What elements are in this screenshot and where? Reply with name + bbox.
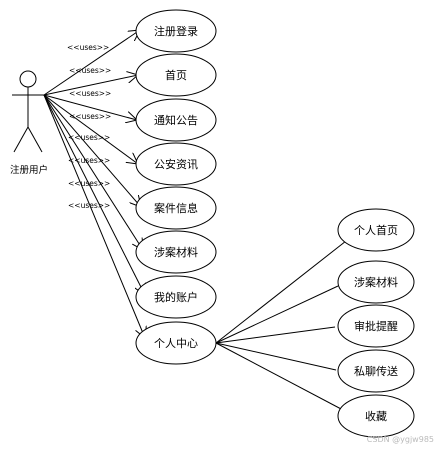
use-case-label: 我的账户 <box>154 290 198 304</box>
use-case-label: 案件信息 <box>154 201 198 215</box>
line-favorites <box>215 342 344 411</box>
uses-label: <<uses>> <box>68 156 110 165</box>
actor-head <box>19 70 37 88</box>
watermark: CSDN @ygjw985 <box>367 435 434 444</box>
sub-association-lines <box>215 240 347 411</box>
line-private-message <box>215 342 337 371</box>
use-case-case-materials: 涉案材料 <box>135 230 217 274</box>
use-case-notice: 通知公告 <box>135 98 217 142</box>
use-case-private-message: 私聊传送 <box>337 349 415 393</box>
association-register-login <box>43 30 140 96</box>
actor-right-leg <box>27 126 43 153</box>
use-case-home: 首页 <box>135 53 217 97</box>
use-case-label: 首页 <box>165 68 187 82</box>
association-case-materials <box>43 94 143 250</box>
use-case-label: 通知公告 <box>154 113 198 127</box>
use-case-personal-center: 个人中心 <box>135 321 217 365</box>
stereotype-labels: <<uses>> <<uses>> <<uses>> <<uses>> <<us… <box>67 43 111 210</box>
use-case-label: 个人首页 <box>354 223 398 237</box>
use-case-label: 审批提醒 <box>354 319 398 333</box>
association-personal-center <box>43 94 145 338</box>
association-notice <box>43 94 137 120</box>
use-case-review-reminder: 审批提醒 <box>337 304 415 348</box>
uses-label: <<uses>> <box>68 133 110 142</box>
use-case-label: 收藏 <box>365 409 387 423</box>
use-case-label: 私聊传送 <box>354 364 398 378</box>
use-case-favorites: 收藏 <box>337 394 415 438</box>
use-case-my-account: 我的账户 <box>135 275 217 319</box>
uses-label: <<uses>> <box>69 112 111 121</box>
uses-label: <<uses>> <box>69 66 111 75</box>
association-lines <box>43 30 145 338</box>
association-police-news <box>43 94 138 164</box>
use-case-label: 涉案材料 <box>154 245 198 259</box>
actor-left-leg <box>13 126 29 153</box>
uses-label: <<uses>> <box>69 89 111 98</box>
line-personal-home <box>215 240 347 344</box>
uses-label: <<uses>> <box>68 179 110 188</box>
use-case-personal-case-materials: 涉案材料 <box>337 260 415 304</box>
use-case-label: 个人中心 <box>154 337 198 350</box>
uses-label: <<uses>> <box>68 201 110 210</box>
association-case-info <box>43 94 141 207</box>
uses-label: <<uses>> <box>67 43 109 52</box>
use-case-police-news: 公安资讯 <box>135 142 217 186</box>
use-case-personal-home: 个人首页 <box>337 208 415 252</box>
association-my-account <box>43 94 145 295</box>
line-personal-case-materials <box>215 285 339 344</box>
line-review-reminder <box>215 326 336 344</box>
actor-label: 注册用户 <box>10 164 48 176</box>
use-case-register-login: 注册登录 <box>135 9 217 53</box>
association-home <box>43 75 138 96</box>
use-case-label: 注册登录 <box>154 24 198 38</box>
use-case-case-info: 案件信息 <box>135 186 217 230</box>
use-case-label: 公安资讯 <box>154 157 198 171</box>
actor: 注册用户 <box>10 70 48 176</box>
use-case-label: 涉案材料 <box>354 275 398 289</box>
